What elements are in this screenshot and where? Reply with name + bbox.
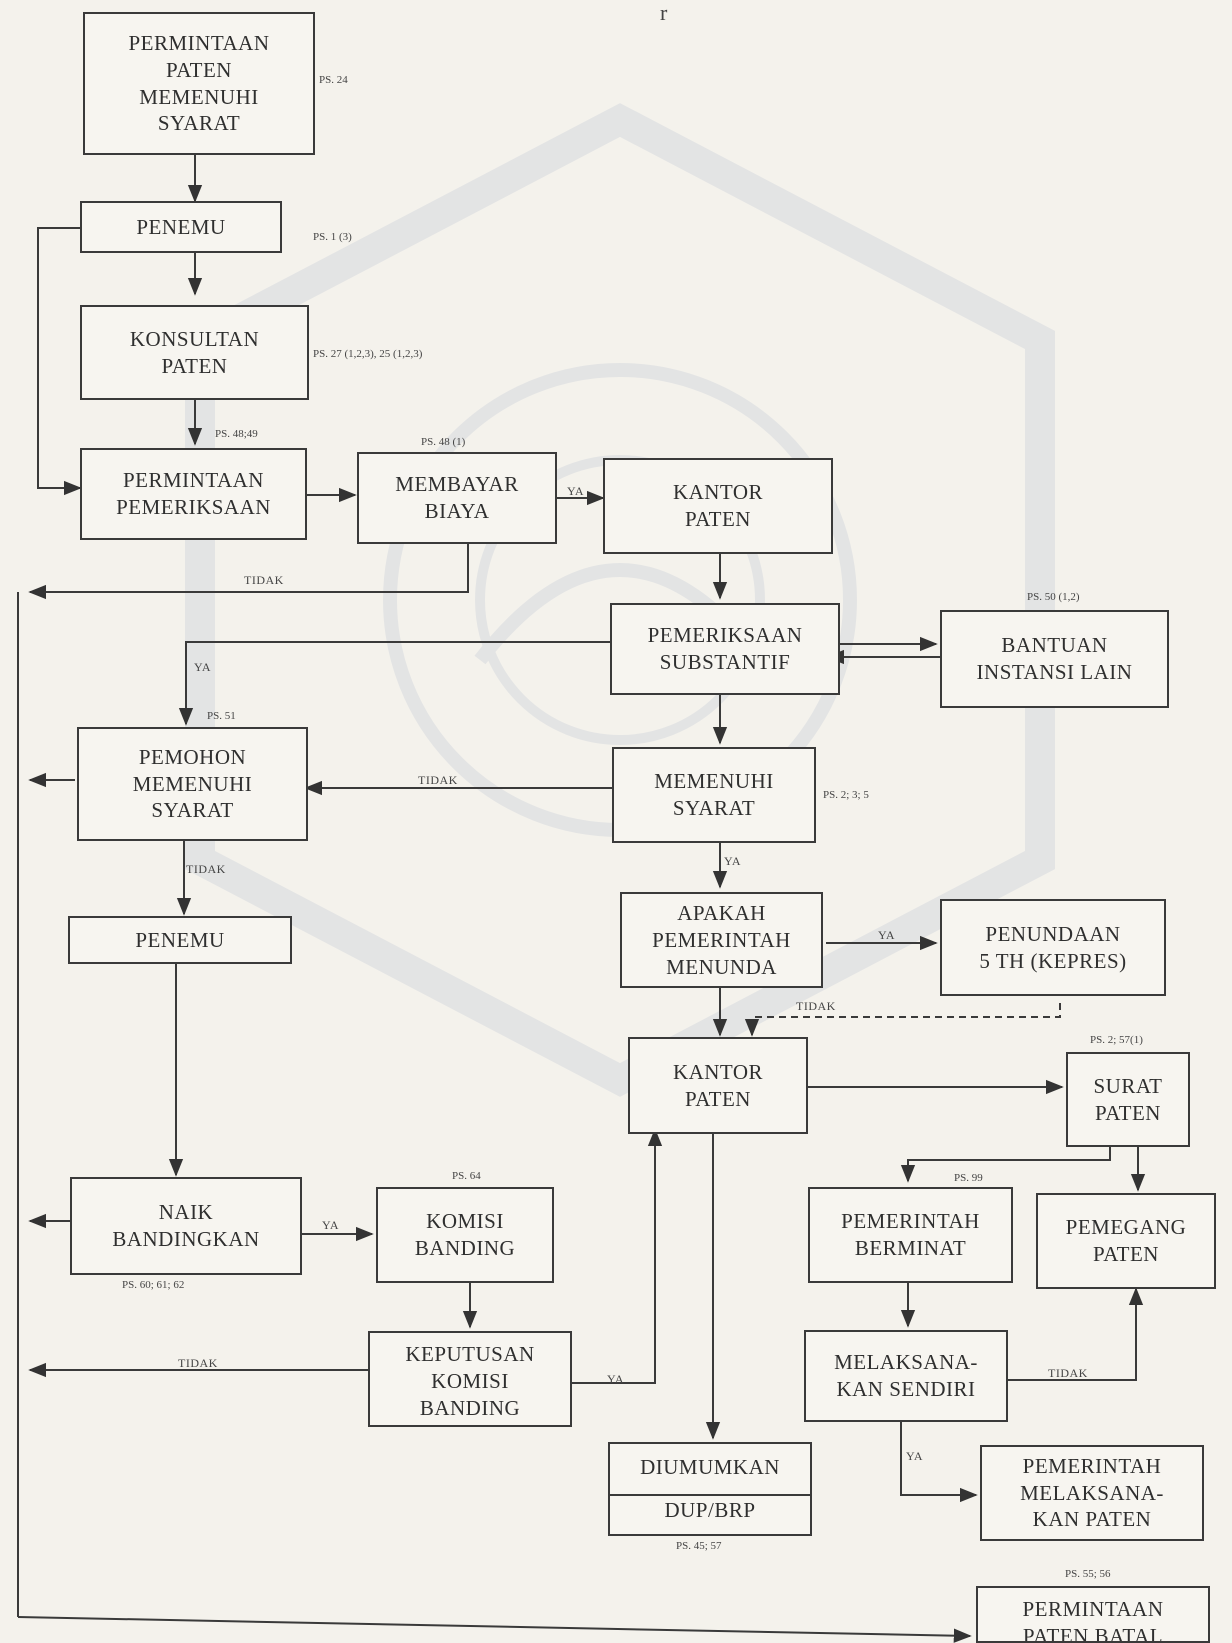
box-label: PENEMU [136, 214, 226, 239]
permintaan-pemeriksaan-box: PERMINTAAN PEMERIKSAAN [80, 448, 307, 540]
box-label: KONSULTAN PATEN [129, 326, 260, 378]
label-tidak: TIDAK [244, 573, 284, 587]
ref-ps64: PS. 64 [452, 1170, 481, 1182]
box-label: PEMERINTAH BERMINAT [841, 1209, 980, 1260]
box-label: NAIK BANDINGKAN [112, 1200, 260, 1251]
penemu-box-top: PENEMU [80, 201, 282, 253]
label-ya: YA [906, 1449, 924, 1463]
box-label-top: DIUMUMKAN [640, 1455, 780, 1480]
label-ya: YA [194, 660, 212, 674]
box-label: PENEMU [135, 927, 225, 952]
box-label: PEMOHON MEMENUHI SYARAT [132, 744, 253, 823]
keputusan-komisi-banding-box: KEPUTUSAN KOMISI BANDING [368, 1331, 572, 1427]
box-label: MEMENUHI SYARAT [654, 769, 774, 820]
penundaan-box: PENUNDAAN 5 TH (KEPRES) [940, 899, 1166, 996]
label-ya: YA [724, 854, 742, 868]
box-label: MELAKSANA- KAN SENDIRI [834, 1350, 978, 1401]
box-label: PERMINTAAN PATEN MEMENUHI SYARAT [128, 30, 270, 136]
page-header-fragment: r [660, 0, 669, 25]
permintaan-paten-memenuhi-syarat-box: PERMINTAAN PATEN MEMENUHI SYARAT [83, 12, 315, 155]
diumumkan-box: DIUMUMKAN DUP/BRP [608, 1442, 812, 1536]
label-tidak: TIDAK [1048, 1366, 1088, 1380]
pemeriksaan-substantif-box: PEMERIKSAAN SUBSTANTIF [610, 603, 840, 695]
label-ya: YA [878, 928, 896, 942]
box-label: PENUNDAAN 5 TH (KEPRES) [979, 921, 1127, 973]
ref-ps1-3: PS. 1 (3) [313, 231, 352, 243]
permintaan-paten-batal-box: PERMINTAAN PATEN BATAL [976, 1586, 1210, 1643]
box-label: KANTOR PATEN [672, 480, 764, 531]
ref-ps48-49: PS. 48;49 [215, 428, 258, 440]
label-ya: YA [322, 1218, 340, 1232]
komisi-banding-box: KOMISI BANDING [376, 1187, 554, 1283]
box-label: MEMBAYAR BIAYA [395, 472, 519, 523]
ref-ps50: PS. 50 (1,2) [1027, 591, 1080, 603]
box-label-bottom: DUP/BRP [664, 1498, 756, 1522]
box-label: PEMERIKSAAN SUBSTANTIF [647, 623, 803, 674]
label-tidak: TIDAK [178, 1356, 218, 1370]
pemerintah-berminat-box: PEMERINTAH BERMINAT [808, 1187, 1013, 1283]
box-label: PERMINTAAN PATEN BATAL [1022, 1597, 1164, 1643]
box-label: SURAT PATEN [1093, 1073, 1163, 1125]
box-label: KANTOR PATEN [672, 1059, 764, 1111]
label-tidak: TIDAK [418, 773, 458, 787]
ref-ps51: PS. 51 [207, 710, 236, 722]
ref-ps27-25: PS. 27 (1,2,3), 25 (1,2,3) [313, 348, 423, 360]
kantor-paten-box-middle: KANTOR PATEN [628, 1037, 808, 1134]
box-label: PERMINTAAN PEMERIKSAAN [116, 468, 271, 519]
membayar-biaya-box: MEMBAYAR BIAYA [357, 452, 557, 544]
ref-ps60-61-62: PS. 60; 61; 62 [122, 1279, 185, 1291]
konsultan-paten-box: KONSULTAN PATEN [80, 305, 309, 400]
ref-ps99: PS. 99 [954, 1172, 983, 1184]
ref-ps55-56: PS. 55; 56 [1065, 1568, 1111, 1580]
ref-ps2-3-5: PS. 2; 3; 5 [823, 789, 869, 801]
surat-paten-box: SURAT PATEN [1066, 1052, 1190, 1147]
penemu-box-bottom: PENEMU [68, 916, 292, 964]
pemerintah-melaksanakan-paten-box: PEMERINTAH MELAKSANA- KAN PATEN [980, 1445, 1204, 1541]
label-tidak: TIDAK [186, 862, 226, 876]
pemohon-memenuhi-syarat-box: PEMOHON MEMENUHI SYARAT [77, 727, 308, 841]
naik-bandingkan-box: NAIK BANDINGKAN [70, 1177, 302, 1275]
box-label: PEMERINTAH MELAKSANA- KAN PATEN [1020, 1453, 1164, 1532]
box-divider [610, 1493, 810, 1496]
box-label: APAKAH PEMERINTAH MENUNDA [652, 901, 791, 979]
ref-ps45-57: PS. 45; 57 [676, 1540, 722, 1552]
label-tidak: TIDAK [796, 999, 836, 1013]
box-label: KOMISI BANDING [414, 1209, 516, 1260]
box-label: BANTUAN INSTANSI LAIN [976, 633, 1133, 684]
bantuan-instansi-lain-box: BANTUAN INSTANSI LAIN [940, 610, 1169, 708]
ref-ps2-57: PS. 2; 57(1) [1090, 1034, 1143, 1046]
apakah-pemerintah-menunda-box: APAKAH PEMERINTAH MENUNDA [620, 892, 823, 988]
memenuhi-syarat-box: MEMENUHI SYARAT [612, 747, 816, 843]
box-label: PEMEGANG PATEN [1065, 1215, 1187, 1266]
ref-ps24: PS. 24 [319, 74, 348, 86]
melaksanakan-sendiri-box: MELAKSANA- KAN SENDIRI [804, 1330, 1008, 1422]
ref-ps48-1: PS. 48 (1) [421, 436, 466, 448]
label-ya: YA [607, 1372, 625, 1386]
pemegang-paten-box: PEMEGANG PATEN [1036, 1193, 1216, 1289]
box-label: KEPUTUSAN KOMISI BANDING [405, 1342, 535, 1420]
label-ya: YA [567, 484, 585, 498]
kantor-paten-box-top: KANTOR PATEN [603, 458, 833, 554]
